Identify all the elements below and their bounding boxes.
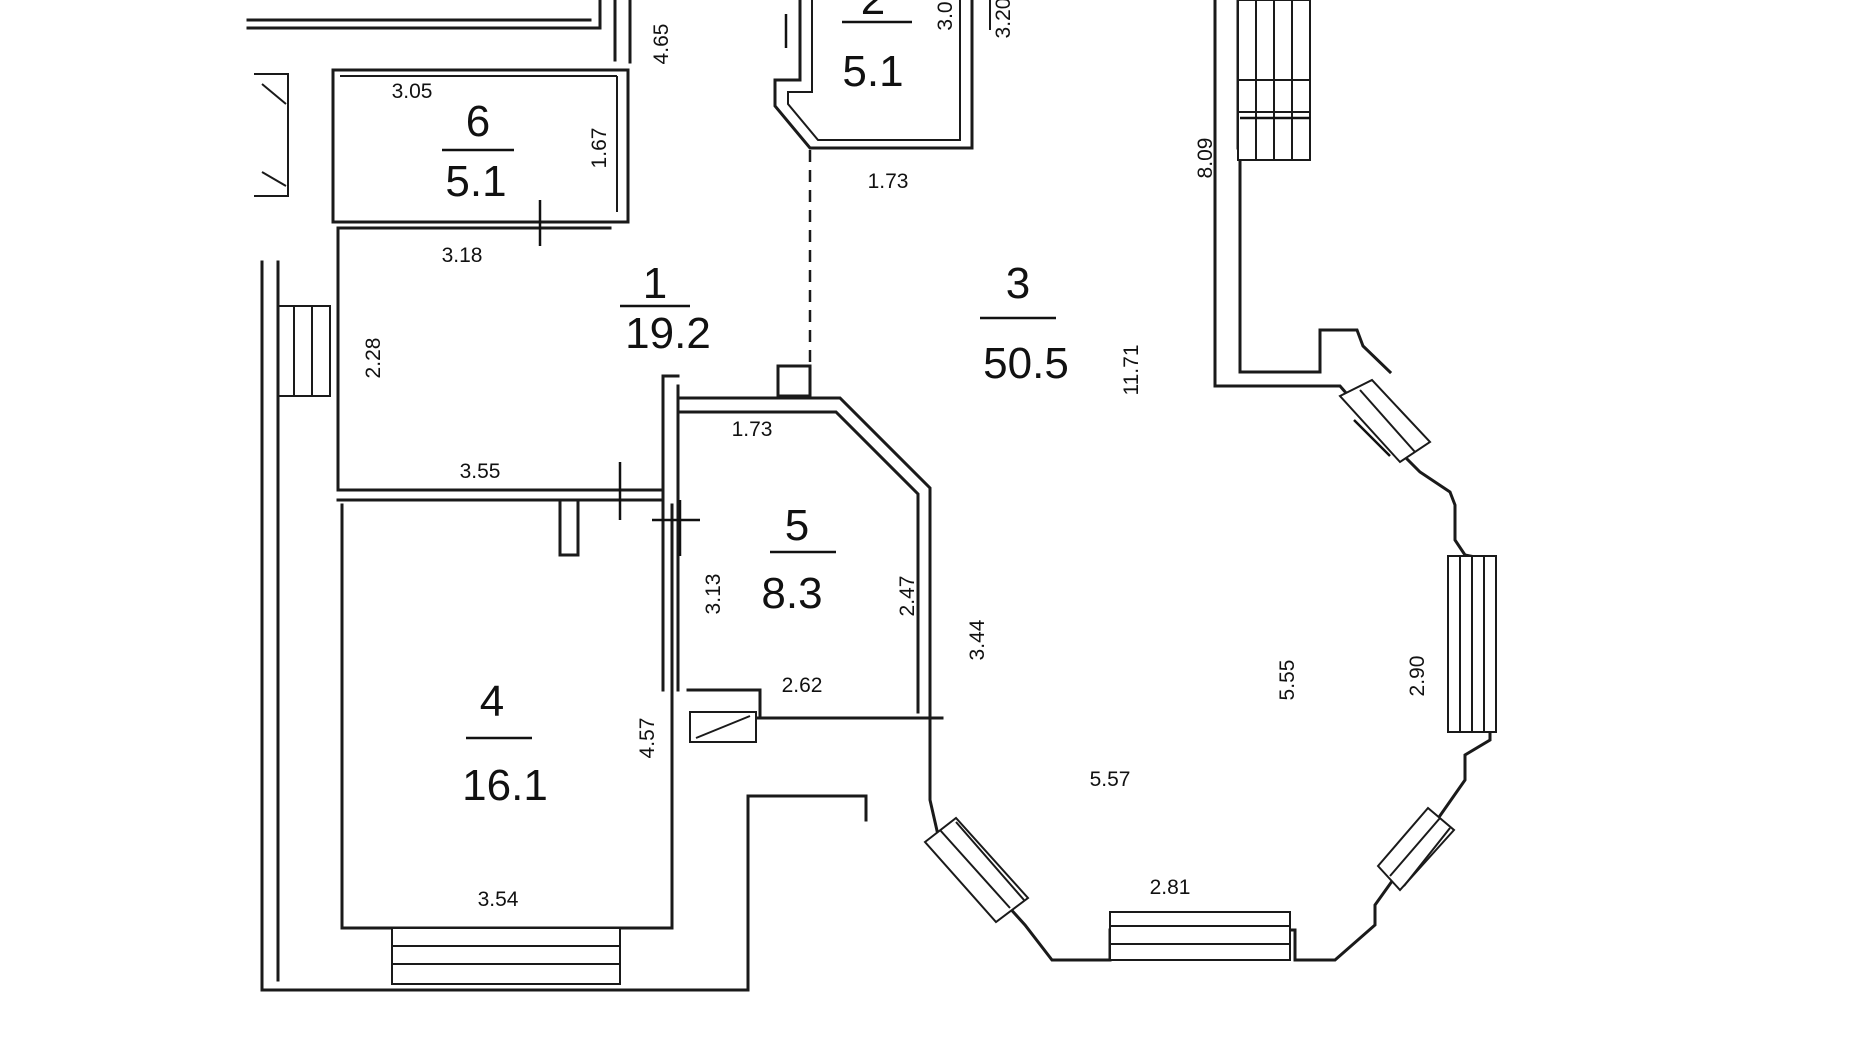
dim-2-81: 2.81: [1150, 876, 1191, 899]
dim-3-13: 3.13: [702, 574, 725, 615]
room-5-number: 5: [785, 501, 809, 550]
windows: [923, 0, 1497, 961]
room-labels: 1 19.2 2 5.1 3 50.5 4 16.1 5 8.3 6 5.1: [442, 0, 1069, 810]
dim-4-57: 4.57: [636, 718, 659, 759]
room-1-label: 1 19.2: [620, 259, 711, 358]
room-2-number: 2: [861, 0, 885, 24]
room-5-area: 8.3: [761, 569, 822, 618]
dim-3-55: 3.55: [460, 460, 501, 483]
room-6-number: 6: [466, 97, 490, 146]
dim-3-20: 3.20: [992, 0, 1015, 38]
walls: [246, 0, 1492, 992]
dim-3-18: 3.18: [442, 244, 483, 267]
room-6-walls: [331, 68, 630, 224]
room-4-label: 4 16.1: [462, 677, 548, 810]
room-3-label: 3 50.5: [980, 259, 1069, 388]
room-4-number: 4: [480, 677, 504, 726]
dim-2-47: 2.47: [896, 576, 919, 617]
dim-5-55: 5.55: [1276, 660, 1299, 701]
dim-1-67: 1.67: [588, 128, 611, 169]
room-6-area: 5.1: [445, 157, 506, 206]
room-1-number: 1: [643, 259, 667, 308]
room-3-number: 3: [1006, 259, 1030, 308]
room-2-area: 5.1: [842, 47, 903, 96]
room-6-label: 6 5.1: [442, 97, 514, 206]
dim-11-71: 11.71: [1120, 345, 1143, 396]
dim-5-57: 5.57: [1090, 768, 1131, 791]
dim-3-44: 3.44: [966, 619, 989, 660]
room-3-area: 50.5: [983, 339, 1069, 388]
door-marks: [538, 14, 1391, 743]
dimension-labels: 4.65 3.05 1.67 3.18 2.28 3.55 3.0 3.20 1…: [362, 0, 1429, 911]
dim-2-28: 2.28: [362, 338, 385, 379]
dim-2-62: 2.62: [782, 674, 823, 697]
room-2-label: 2 5.1: [842, 0, 912, 96]
dim-3-05: 3.05: [392, 80, 433, 103]
dim-1-73-top: 1.73: [868, 170, 909, 193]
dim-2-90: 2.90: [1406, 656, 1429, 697]
room-1-area: 19.2: [625, 309, 711, 358]
room-5-label: 5 8.3: [761, 501, 836, 618]
dim-3-54: 3.54: [478, 888, 519, 911]
dim-1-73-mid: 1.73: [732, 418, 773, 441]
dim-3-0: 3.0: [934, 1, 957, 30]
dim-8-09: 8.09: [1194, 138, 1217, 179]
dim-4-65: 4.65: [650, 24, 673, 65]
room-4-area: 16.1: [462, 761, 548, 810]
